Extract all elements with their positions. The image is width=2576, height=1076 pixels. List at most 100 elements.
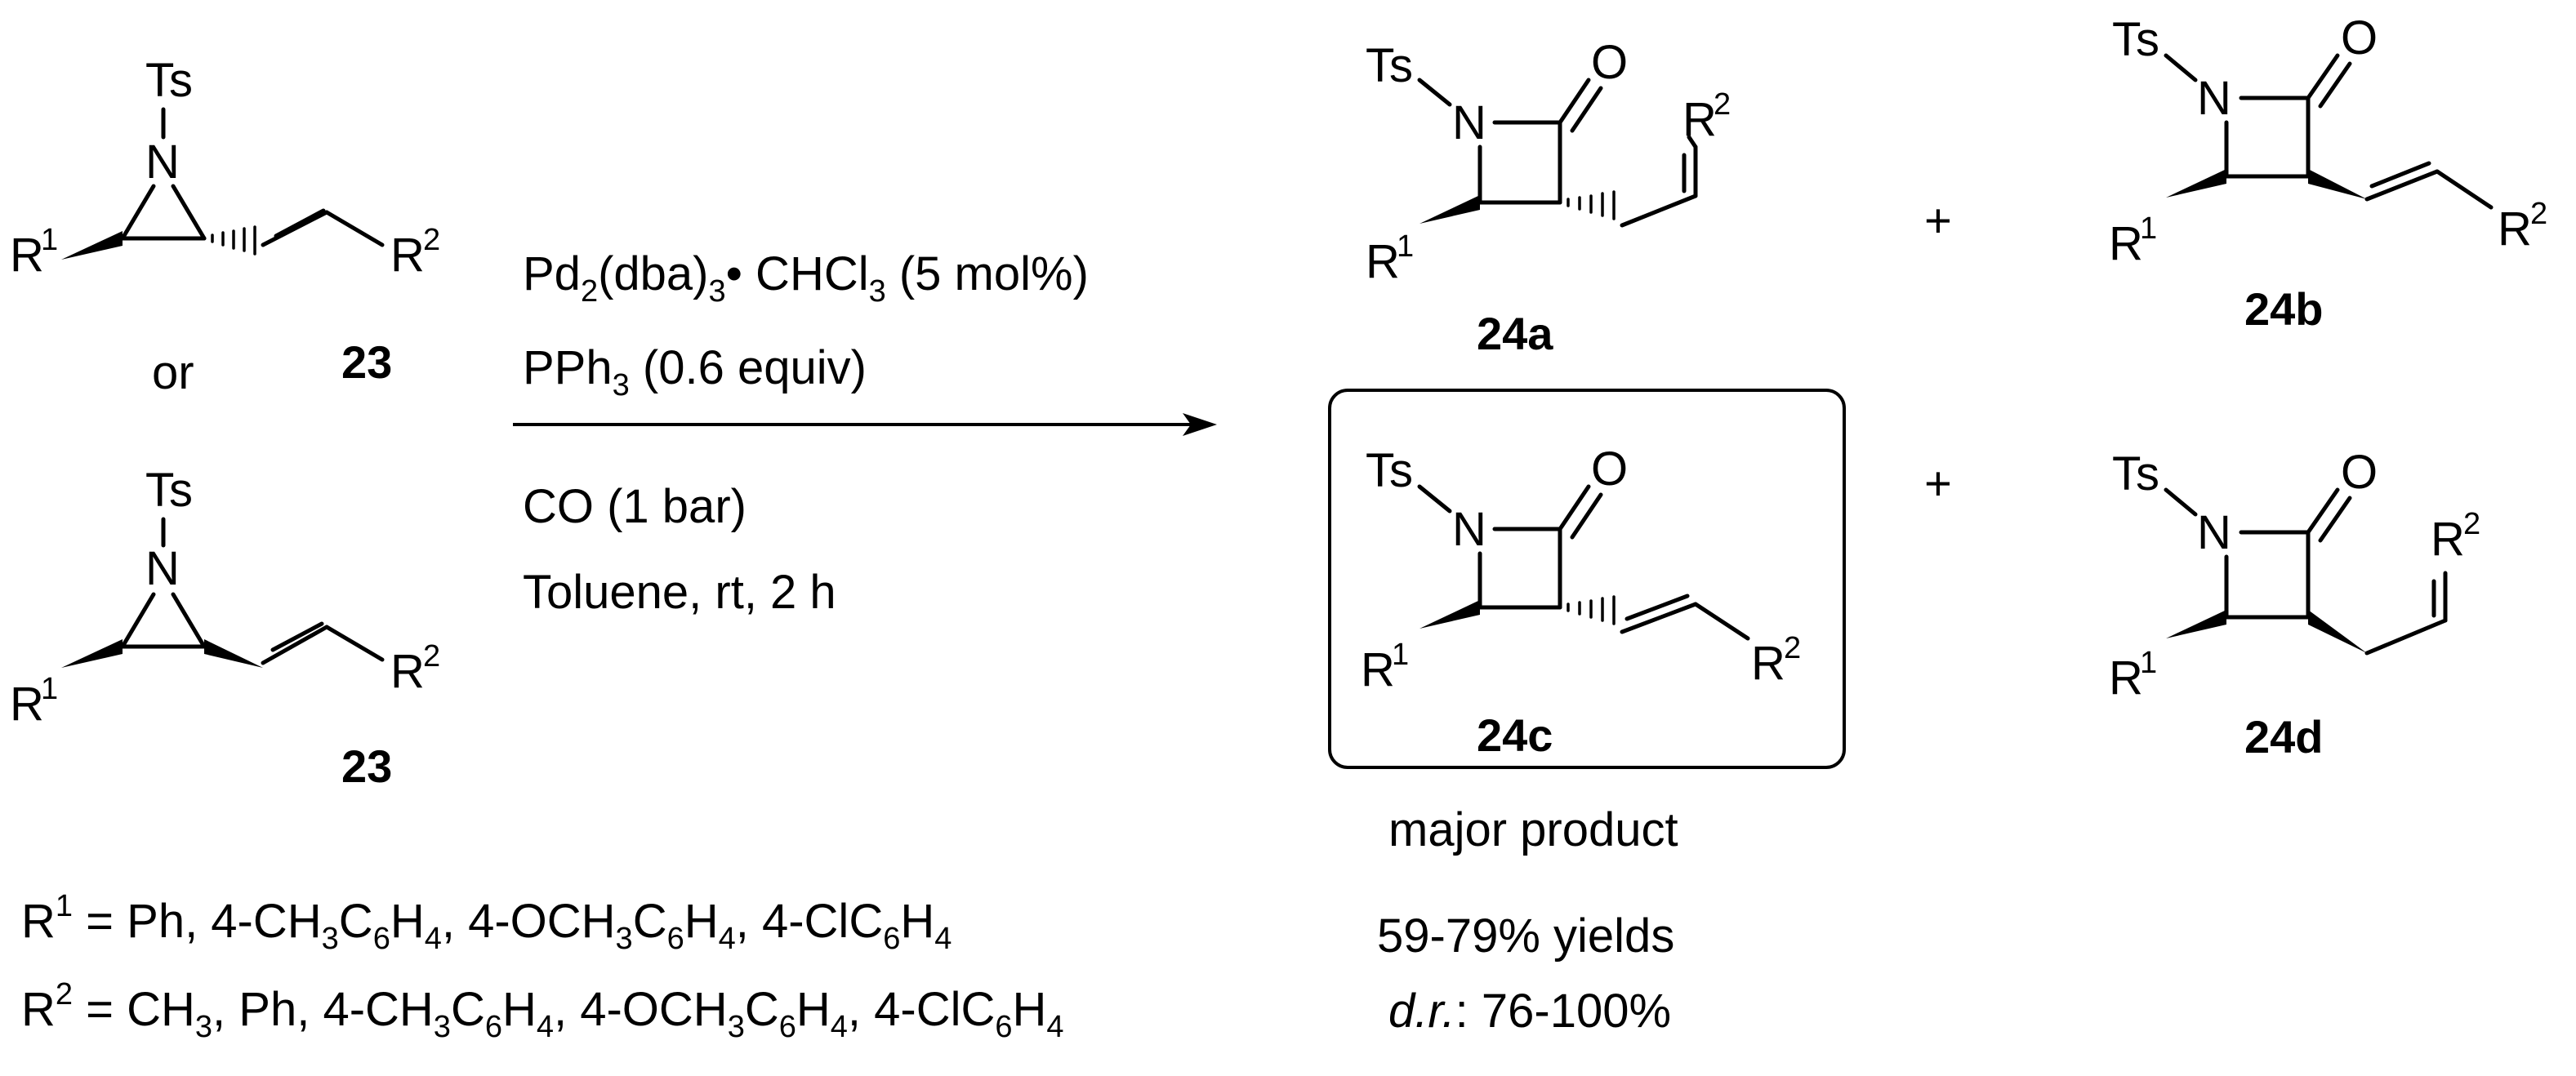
reaction-arrowhead [1183, 413, 1217, 436]
ts-n-bond [1417, 484, 1452, 514]
n-atom-label: N [1452, 96, 1486, 149]
reactant-23-trans: Ts N R 1 R 2 23 [10, 54, 440, 388]
alkene-bond-inner [270, 621, 324, 652]
r1-label: R [2109, 651, 2143, 705]
n-c-bond [171, 592, 207, 649]
r1-label: R [1366, 235, 1400, 288]
carbonyl-bond-inner [2318, 61, 2352, 109]
r1-label: R [1361, 643, 1395, 696]
r2-superscript: 2 [423, 639, 440, 674]
alkene-bond [2364, 169, 2440, 202]
ts-label: Ts [145, 464, 193, 517]
alkene-bond-inner [2369, 161, 2431, 189]
alkene-bond [1620, 602, 1698, 634]
n-atom-label: N [2197, 72, 2231, 125]
vinyl-hash-bond [1567, 190, 1616, 220]
yields-text: 59-79% yields [1377, 909, 1674, 963]
r2-label: R [2431, 513, 2465, 566]
r1-label: R [2109, 217, 2143, 270]
plus-sign: + [1924, 457, 1952, 510]
n-c-bond [120, 592, 156, 649]
vinyl-wedge-bond [204, 639, 263, 668]
dr-text: d.r.: 76-100% [1388, 985, 1671, 1038]
vinyl-hash-bond [1567, 595, 1616, 625]
vinyl-hash-bond [211, 225, 256, 256]
carbonyl-bond [2306, 53, 2340, 100]
compound-24c-label: 24c [1477, 709, 1553, 761]
reaction-conditions: Pd2(dba)3• CHCl3 (5 mol%) PPh3 (0.6 equi… [513, 247, 1217, 619]
ts-label: Ts [145, 54, 193, 107]
vinyl-wedge-bond [2308, 169, 2367, 199]
r1-superscript: 1 [2140, 211, 2157, 246]
reactant-23-cis: Ts N R 1 R 2 23 [10, 464, 440, 792]
carbonyl-bond-inner [1570, 492, 1603, 540]
o-atom-label: O [1591, 36, 1628, 89]
r1-label: R [10, 229, 44, 282]
ts-n-bond [2164, 487, 2198, 517]
r1-definition: R1 = Ph, 4-CH3C6H4, 4-OCH3C6H4, 4-ClC6H4 [21, 889, 952, 956]
catalyst-text: Pd2(dba)3• CHCl3 (5 mol%) [523, 247, 1089, 309]
n-atom-label: N [2197, 506, 2231, 559]
alkene-bond [261, 210, 329, 247]
carbonyl-bond [1558, 78, 1591, 125]
r2-superscript: 2 [1714, 87, 1731, 122]
r2-label: R [1682, 93, 1717, 146]
vinyl-wedge-bond [2308, 610, 2367, 653]
r2-label: R [2498, 202, 2532, 256]
carbonyl-bond [1558, 484, 1591, 531]
alkene-bond [261, 625, 329, 665]
r1-wedge-bond [1419, 195, 1480, 224]
product-24b: Ts N O R 1 R 2 24b [2109, 11, 2547, 335]
compound-24b-label: 24b [2244, 283, 2324, 335]
ts-n-bond [1417, 78, 1452, 107]
product-24a: Ts N O R 2 R 1 24a [1366, 36, 1731, 359]
ligand-text: PPh3 (0.6 equiv) [523, 341, 867, 402]
n-atom-label: N [145, 542, 180, 595]
alkene-r2-bond [2435, 169, 2494, 210]
r2-label: R [1751, 637, 1785, 690]
compound-24d-label: 24d [2244, 711, 2324, 763]
r1-superscript: 1 [1397, 229, 1414, 264]
carbonyl-bond [2306, 487, 2340, 535]
compound-24a-label: 24a [1477, 308, 1553, 359]
o-atom-label: O [2341, 446, 2378, 499]
alkene-bond [1620, 193, 1698, 228]
r1-superscript: 1 [2140, 646, 2157, 680]
alkene-r2-bond [324, 210, 385, 247]
n-c-bond [171, 184, 207, 241]
r1-superscript: 1 [1392, 638, 1409, 672]
ts-label: Ts [2112, 13, 2159, 66]
compound-23-label: 23 [341, 336, 392, 388]
ts-label: Ts [1366, 444, 1413, 497]
r1-superscript: 1 [41, 223, 58, 257]
ts-n-bond [2164, 53, 2198, 82]
major-product-box [1328, 389, 1846, 769]
r1-wedge-bond [2166, 610, 2226, 638]
r1-wedge-bond [61, 231, 123, 260]
alkene-r2-bond [1693, 602, 1750, 641]
n-c-bond [120, 184, 156, 241]
r2-label: R [390, 645, 425, 698]
r2-label: R [390, 229, 425, 282]
ts-label: Ts [2112, 447, 2159, 500]
o-atom-label: O [1591, 442, 1628, 496]
alkene-bond [2364, 618, 2448, 656]
r2-superscript: 2 [1784, 631, 1801, 665]
compound-23-label: 23 [341, 740, 392, 792]
r1-superscript: 1 [41, 672, 58, 706]
major-product-caption: major product [1388, 803, 1678, 856]
r1-wedge-bond [2166, 169, 2226, 198]
product-24c: Ts N O R 1 R 2 24c [1328, 389, 1846, 769]
alkene-bond-inner [274, 208, 326, 238]
r1-wedge-bond [61, 639, 123, 668]
ts-label: Ts [1366, 39, 1413, 92]
n-atom-label: N [1452, 503, 1486, 556]
r2-definition: R2 = CH3, Ph, 4-CH3C6H4, 4-OCH3C6H4, 4-C… [21, 977, 1064, 1044]
n-atom-label: N [145, 136, 180, 189]
alkene-bond-inner [1624, 594, 1690, 621]
r2-superscript: 2 [423, 223, 440, 257]
r1-label: R [10, 678, 44, 731]
carbonyl-bond-inner [1570, 86, 1603, 133]
solvent-text: Toluene, rt, 2 h [523, 566, 836, 619]
